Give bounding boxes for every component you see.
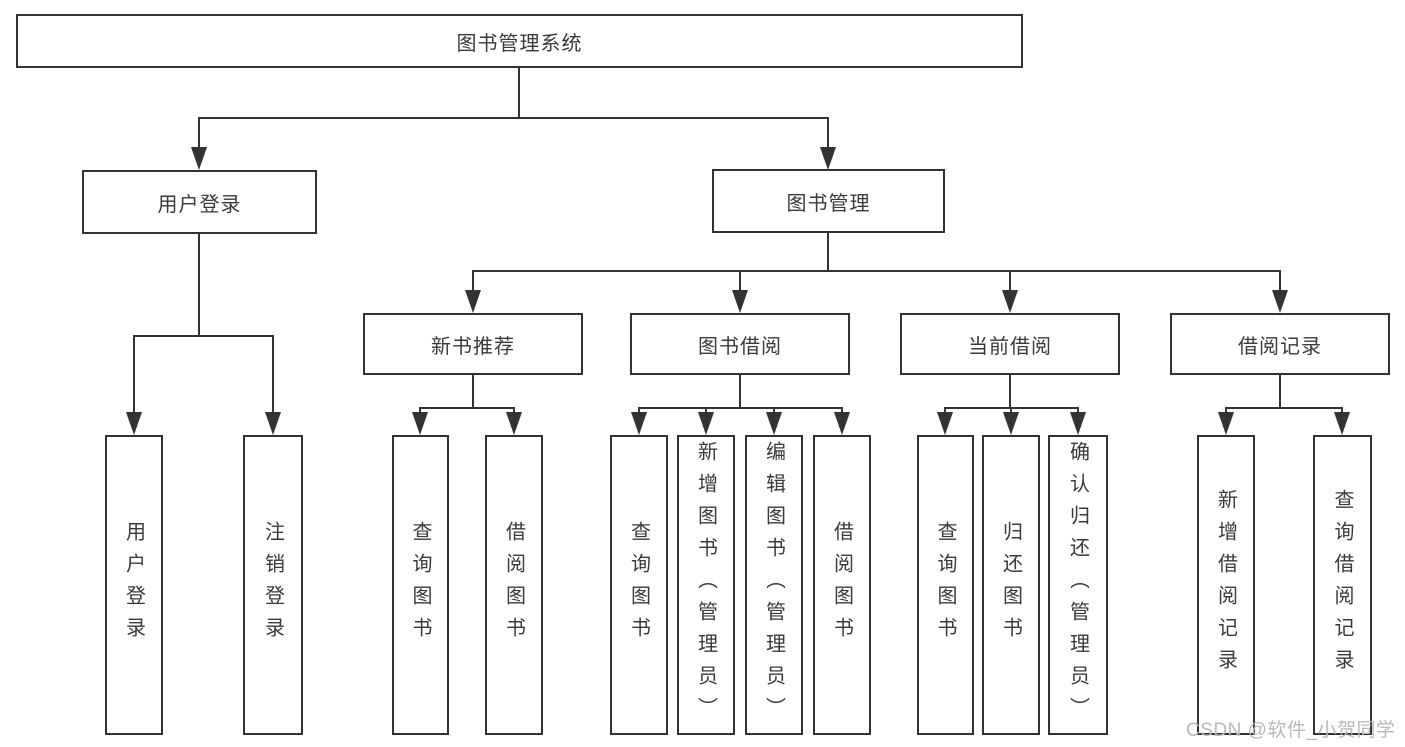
connector-line — [518, 68, 520, 117]
connector-line — [773, 407, 775, 414]
arrow-down-icon — [126, 412, 142, 435]
arrow-down-icon — [698, 412, 714, 435]
node-user-login: 用户登录 — [82, 170, 317, 234]
connector-line — [419, 407, 421, 414]
arrow-down-icon — [820, 147, 836, 170]
arrow-down-icon — [412, 412, 428, 435]
connector-line — [1009, 375, 1011, 408]
arrow-down-icon — [191, 147, 207, 170]
connector-line — [1225, 407, 1227, 414]
leaf-query-books-recommend: 查询图书 — [392, 435, 449, 735]
connector-line — [1010, 407, 1012, 414]
connector-line — [133, 335, 135, 413]
arrow-down-icon — [1003, 412, 1019, 435]
node-new-book-recommend: 新书推荐 — [363, 313, 583, 375]
arrow-down-icon — [1002, 290, 1018, 313]
connector-line — [472, 270, 474, 292]
csdn-watermark: CSDN @软件_小贺同学 — [1186, 720, 1396, 741]
node-book-management: 图书管理 — [712, 169, 945, 233]
leaf-confirm-return-admin: 确认归还（管理员） — [1048, 435, 1108, 735]
connector-line — [705, 407, 707, 414]
arrow-down-icon — [766, 412, 782, 435]
arrow-down-icon — [1070, 412, 1086, 435]
leaf-add-book-admin: 新增图书（管理员） — [677, 435, 735, 735]
leaf-query-books-current: 查询图书 — [917, 435, 974, 735]
leaf-query-books-borrow: 查询图书 — [610, 435, 668, 735]
connector-line — [638, 407, 843, 409]
connector-line — [513, 407, 515, 414]
leaf-borrow-books-recommend: 借阅图书 — [485, 435, 543, 735]
connector-line — [1009, 270, 1011, 292]
connector-line — [198, 234, 200, 335]
connector-line — [827, 233, 829, 272]
connector-line — [472, 270, 1281, 272]
arrow-down-icon — [465, 290, 481, 313]
node-current-borrow: 当前借阅 — [900, 313, 1120, 375]
connector-line — [739, 375, 741, 408]
connector-line — [1279, 375, 1281, 408]
leaf-edit-book-admin: 编辑图书（管理员） — [745, 435, 803, 735]
arrow-down-icon — [1218, 412, 1234, 435]
leaf-user-login: 用户登录 — [105, 435, 163, 735]
connector-line — [419, 407, 515, 409]
leaf-logout: 注销登录 — [243, 435, 303, 735]
node-book-borrow: 图书借阅 — [630, 313, 850, 375]
connector-line — [1279, 270, 1281, 292]
arrow-down-icon — [265, 412, 281, 435]
leaf-return-book: 归还图书 — [982, 435, 1040, 735]
connector-line — [944, 407, 946, 414]
node-root: 图书管理系统 — [16, 14, 1023, 68]
arrow-down-icon — [937, 412, 953, 435]
connector-line — [1225, 407, 1343, 409]
connector-line — [198, 117, 200, 148]
arrow-down-icon — [732, 290, 748, 313]
arrow-down-icon — [1334, 412, 1350, 435]
arrow-down-icon — [834, 412, 850, 435]
connector-line — [133, 335, 274, 337]
node-borrow-records: 借阅记录 — [1170, 313, 1390, 375]
connector-line — [472, 375, 474, 408]
arrow-down-icon — [631, 412, 647, 435]
connector-line — [739, 270, 741, 292]
leaf-query-borrow-record: 查询借阅记录 — [1313, 435, 1372, 735]
connector-line — [638, 407, 640, 414]
connector-line — [841, 407, 843, 414]
connector-line — [1077, 407, 1079, 414]
connector-line — [827, 117, 829, 148]
connector-line — [1341, 407, 1343, 414]
connector-line — [198, 117, 829, 119]
leaf-borrow-books: 借阅图书 — [813, 435, 871, 735]
arrow-down-icon — [506, 412, 522, 435]
connector-line — [272, 335, 274, 413]
leaf-add-borrow-record: 新增借阅记录 — [1197, 435, 1255, 735]
arrow-down-icon — [1272, 290, 1288, 313]
